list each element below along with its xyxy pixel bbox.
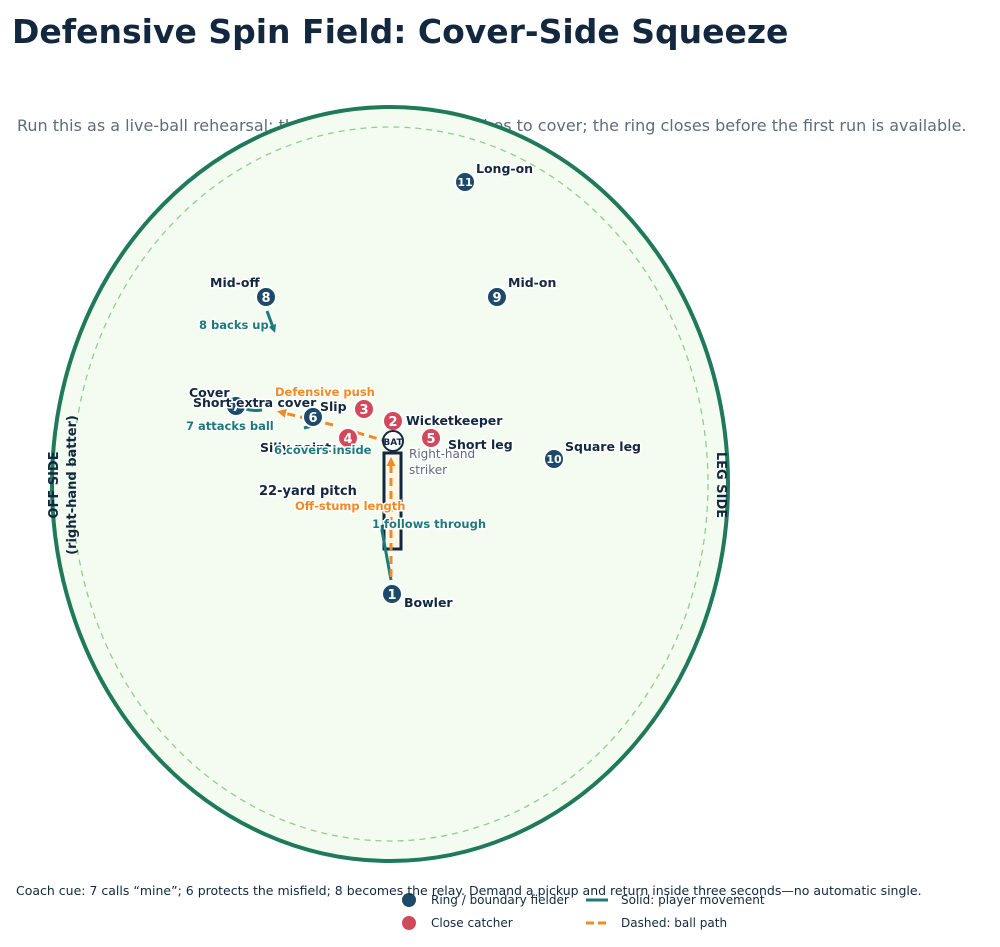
legend-close-swatch	[402, 916, 416, 930]
fielder-10: 10	[543, 448, 565, 470]
fielder-9: 9	[486, 286, 508, 308]
fielder-7-label: Short extra cover	[193, 395, 317, 410]
svg-text:1: 1	[387, 588, 396, 603]
fielder-11-label: Long-on	[476, 161, 533, 176]
legend-close-label: Close catcher	[431, 916, 513, 930]
svg-text:7: 7	[231, 400, 240, 415]
page-title: Defensive Spin Field: Cover-Side Squeeze	[12, 12, 789, 51]
svg-text:(right-hand batter): (right-hand batter)	[65, 415, 80, 555]
svg-text:9: 9	[492, 291, 501, 306]
coach-cue: Coach cue: 7 calls “mine”; 6 protects th…	[16, 883, 922, 898]
striker-label-line2: striker	[409, 463, 447, 477]
fielder-7: 7	[225, 395, 247, 417]
svg-text:LEG SIDE: LEG SIDE	[713, 452, 728, 518]
svg-text:3: 3	[359, 403, 368, 418]
svg-text:4: 4	[343, 432, 352, 447]
fielder-9-label: Mid-on	[508, 275, 556, 290]
fielder-5: 5	[420, 427, 442, 449]
svg-text:6: 6	[308, 411, 317, 426]
fielder-2-label: Wicketkeeper	[406, 413, 503, 428]
striker-label-line1: Right-hand	[409, 447, 475, 461]
fielder-6-label: Cover	[189, 385, 230, 400]
ball-path-label-length: Off-stump length	[295, 499, 405, 513]
inner-circle	[71, 126, 709, 842]
legend-ring-swatch	[402, 893, 416, 907]
fielder-3: 3	[353, 398, 375, 420]
fielder-3-label: Slip	[320, 399, 347, 414]
ball-path-label-push: Defensive push	[275, 385, 375, 399]
fielder-1: 1	[381, 583, 403, 605]
movement-label-7: 7 attacks ball	[186, 419, 274, 433]
legend-solid-label: Solid: player movement	[621, 893, 765, 907]
fielder-10-label: Square leg	[565, 439, 641, 454]
movement-label-1: 1 follows through	[372, 517, 486, 531]
svg-text:BAT: BAT	[383, 438, 403, 448]
batter-marker: BAT	[382, 430, 404, 452]
fielder-5-label: Short leg	[448, 437, 513, 452]
svg-text:5: 5	[426, 432, 435, 447]
fielder-4: 4	[337, 427, 359, 449]
legend: Ring / boundary fielder Close catcher So…	[402, 893, 765, 930]
movement-label-6: 6 covers inside	[274, 443, 372, 457]
fielder-4-label: Silly point	[260, 440, 331, 455]
off-side-label: OFF SIDE (right-hand batter)	[47, 415, 80, 555]
leg-side-label: LEG SIDE	[713, 452, 728, 518]
svg-text:OFF SIDE: OFF SIDE	[47, 451, 62, 518]
fielder-11: 11	[454, 171, 476, 193]
fielder-6: 6	[302, 406, 324, 428]
fielder-1-label: Bowler	[404, 595, 453, 610]
fielder-8-label: Mid-off	[210, 275, 260, 290]
svg-text:11: 11	[457, 176, 472, 189]
legend-ring-label: Ring / boundary fielder	[431, 893, 569, 907]
movement-label-8: 8 backs up	[199, 318, 269, 332]
movement-line-8	[265, 310, 277, 333]
fielder-2: 2	[382, 410, 404, 432]
pitch-label: 22-yard pitch	[259, 484, 357, 499]
svg-text:10: 10	[546, 453, 562, 466]
legend-dashed-label: Dashed: ball path	[621, 916, 727, 930]
svg-text:8: 8	[261, 291, 270, 306]
fielder-8: 8	[255, 286, 277, 308]
svg-text:2: 2	[388, 415, 397, 430]
